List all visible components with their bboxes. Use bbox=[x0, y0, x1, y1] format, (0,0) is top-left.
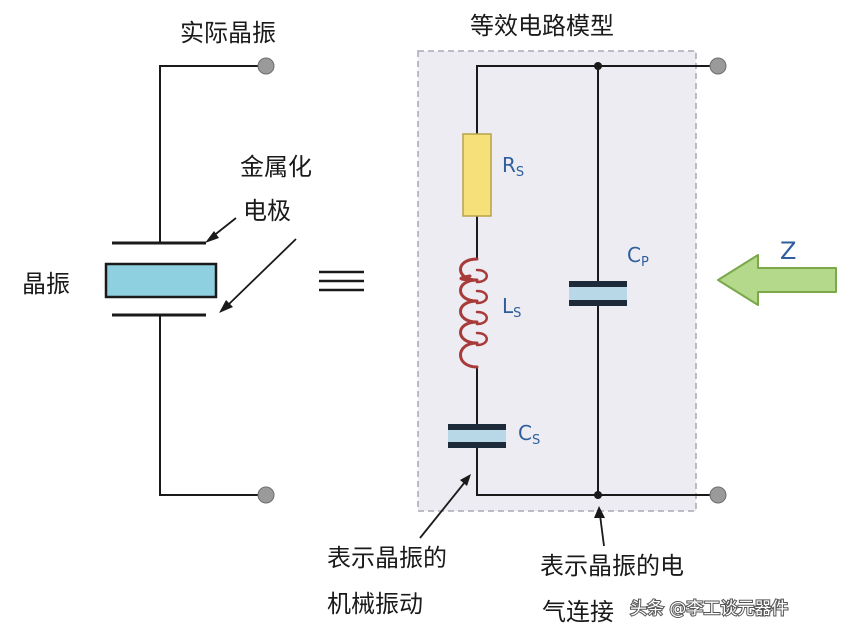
right-top-terminal bbox=[709, 57, 727, 75]
capacitor-cp-top-plate bbox=[569, 281, 627, 287]
mechanical-pointer bbox=[419, 481, 466, 539]
electrical-pointer bbox=[599, 514, 605, 547]
left-title: 实际晶振 bbox=[180, 19, 276, 47]
mechanical-note-line2: 机械振动 bbox=[327, 590, 423, 618]
bottom-lead-wire bbox=[159, 315, 263, 496]
physical-crystal: 实际晶振 晶振 金属化 电极 bbox=[22, 19, 312, 504]
capacitor-cp-dielectric bbox=[569, 287, 627, 300]
right-bottom-terminal bbox=[709, 486, 727, 504]
electrode-label-line1: 金属化 bbox=[240, 153, 312, 181]
top-rail bbox=[476, 65, 714, 134]
bottom-junction-dot bbox=[594, 491, 602, 499]
cs-label: CS bbox=[518, 421, 540, 448]
watermark: 头条 @李工谈元器件 bbox=[630, 599, 788, 619]
top-lead-wire bbox=[159, 65, 263, 243]
resistor-rs bbox=[462, 133, 492, 217]
crystal-label: 晶振 bbox=[22, 270, 70, 298]
capacitor-cs-dielectric bbox=[448, 430, 506, 442]
bottom-rail bbox=[476, 448, 714, 496]
electrical-note-line1: 表示晶振的电 bbox=[540, 552, 684, 580]
ls-label: LS bbox=[502, 294, 521, 321]
electrical-pointer-head bbox=[594, 506, 605, 518]
electrical-note-line2: 气连接 bbox=[542, 598, 614, 626]
impedance-arrow-shape bbox=[717, 254, 837, 306]
electrode-arrow-top-head bbox=[205, 231, 219, 243]
impedance-label: Z bbox=[780, 237, 796, 265]
capacitor-cp-bottom-plate bbox=[569, 300, 627, 306]
cp-label: CP bbox=[627, 243, 649, 270]
mechanical-pointer-head bbox=[460, 474, 471, 486]
equivalence-symbol bbox=[319, 270, 364, 292]
capacitor-cs-bottom-plate bbox=[448, 442, 506, 448]
right-title: 等效电路模型 bbox=[470, 12, 614, 40]
rs-label: RS bbox=[502, 153, 524, 180]
crystal-body bbox=[104, 262, 218, 299]
inductor-ls-loops bbox=[475, 268, 488, 347]
bottom-terminal bbox=[257, 486, 275, 504]
electrode-arrow-bottom bbox=[227, 238, 297, 306]
electrode-arrow-bottom-head bbox=[219, 300, 233, 313]
impedance-arrow: Z bbox=[717, 237, 837, 306]
electrode-label-line2: 电极 bbox=[243, 197, 291, 225]
capacitor-cs-top-plate bbox=[448, 424, 506, 430]
inductor-ls bbox=[459, 257, 479, 369]
mechanical-note-line1: 表示晶振的 bbox=[327, 544, 447, 572]
equivalent-circuit: 等效电路模型 RS LS CS CP bbox=[417, 12, 727, 512]
annotations: 表示晶振的 机械振动 表示晶振的电 气连接 bbox=[327, 474, 684, 626]
top-junction-dot bbox=[594, 62, 602, 70]
top-terminal bbox=[257, 57, 275, 75]
